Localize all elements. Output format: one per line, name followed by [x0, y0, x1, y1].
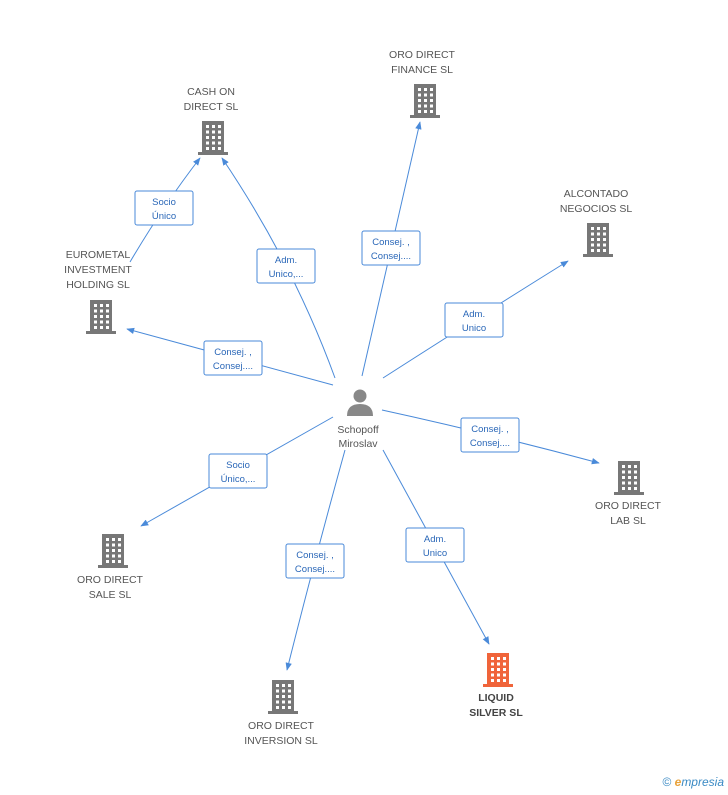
badge-text-line: Socio	[226, 460, 250, 471]
badge-text-line: Unico	[462, 323, 486, 334]
building-icon[interactable]	[410, 84, 440, 118]
badge-box	[208, 453, 268, 489]
badge-text-line: Unico,...	[269, 269, 304, 280]
building-icon[interactable]	[268, 680, 298, 714]
badge-box	[460, 417, 520, 453]
badge-text-line: Adm.	[463, 309, 485, 320]
badge-text: Adm. Unico	[423, 534, 447, 559]
company-node-liquid-silver[interactable]: LIQUID SILVER SL	[469, 653, 523, 719]
badge-text: Consej. , Consej....	[470, 424, 510, 449]
company-label-line: INVERSION SL	[244, 735, 318, 747]
building-icon[interactable]	[483, 653, 513, 687]
company-label-line: INVESTMENT	[64, 264, 132, 276]
company-node-oro-direct-inversion[interactable]: ORO DIRECT INVERSION SL	[244, 680, 318, 747]
company-label: EUROMETAL INVESTMENT HOLDING SL	[64, 249, 132, 291]
person-name-line2: Miroslav	[338, 438, 378, 450]
badge-box	[285, 543, 345, 579]
company-label: ORO DIRECT LAB SL	[595, 500, 662, 527]
badge-text: Consej. , Consej....	[295, 550, 335, 575]
badge-box	[444, 302, 504, 338]
company-label-line: CASH ON	[187, 86, 235, 98]
badge-text-line: Consej. ,	[214, 347, 252, 358]
badge-text: Adm. Unico	[462, 309, 486, 334]
badge-text-line: Consej. ,	[471, 424, 509, 435]
company-label-line: LAB SL	[610, 515, 646, 527]
building-icon[interactable]	[86, 300, 116, 334]
building-icon[interactable]	[583, 223, 613, 257]
badge-box	[361, 230, 421, 266]
company-label-line: SILVER SL	[469, 707, 523, 719]
badge-text-line: Consej. ,	[296, 550, 334, 561]
company-node-oro-direct-lab[interactable]: ORO DIRECT LAB SL	[595, 461, 662, 527]
relation-badge-oro-direct-inversion[interactable]: Consej. , Consej....	[285, 543, 345, 579]
company-label-line: ORO DIRECT	[248, 720, 315, 732]
building-icon[interactable]	[98, 534, 128, 568]
company-label-line: ORO DIRECT	[595, 500, 662, 512]
badge-text-line: Adm.	[424, 534, 446, 545]
copyright-symbol: ©	[662, 775, 672, 789]
badge-text-line: Adm.	[275, 255, 297, 266]
company-node-oro-direct-finance[interactable]: ORO DIRECT FINANCE SL	[389, 49, 456, 118]
brand-rest: mpresia	[681, 775, 724, 789]
relation-badge-liquid-silver[interactable]: Adm. Unico	[405, 527, 465, 563]
badge-text: Consej. , Consej....	[371, 237, 411, 262]
badge-text-line: Consej....	[470, 438, 510, 449]
company-label: CASH ON DIRECT SL	[184, 86, 239, 113]
company-label-line: FINANCE SL	[391, 64, 453, 76]
company-label-line: ORO DIRECT	[77, 574, 144, 586]
badge-box	[203, 340, 263, 376]
badge-text-line: Único,...	[221, 474, 256, 485]
company-label: ALCONTADO NEGOCIOS SL	[560, 188, 633, 215]
building-icon[interactable]	[198, 121, 228, 155]
company-node-cash-on-direct[interactable]: CASH ON DIRECT SL	[184, 86, 239, 155]
badge-box	[405, 527, 465, 563]
company-label-line: HOLDING SL	[66, 279, 130, 291]
company-label-line: SALE SL	[89, 589, 132, 601]
badge-box	[134, 190, 194, 226]
badge-text-line: Consej....	[295, 564, 335, 575]
company-node-eurometal-investment[interactable]: EUROMETAL INVESTMENT HOLDING SL	[64, 249, 132, 334]
brand-e: e	[674, 775, 682, 789]
relation-badge-oro-direct-finance[interactable]: Consej. , Consej....	[361, 230, 421, 266]
relation-badge-alcontado-negocios[interactable]: Adm. Unico	[444, 302, 504, 338]
relation-badge-oro-direct-lab[interactable]: Consej. , Consej....	[460, 417, 520, 453]
person-name-line1: Schopoff	[337, 424, 378, 436]
company-label-line: ORO DIRECT	[389, 49, 456, 61]
company-label: LIQUID SILVER SL	[469, 692, 523, 719]
badge-text-line: Único	[152, 211, 176, 222]
badge-box	[256, 248, 316, 284]
badge-text-line: Consej....	[371, 251, 411, 262]
relation-badge-cash-on-direct[interactable]: Adm. Unico,...	[256, 248, 316, 284]
badge-text-line: Consej. ,	[372, 237, 410, 248]
company-label: ORO DIRECT SALE SL	[77, 574, 144, 601]
empresia-brand[interactable]: © empresia	[662, 775, 724, 789]
badge-text-line: Socio	[152, 197, 176, 208]
badge-text: Adm. Unico,...	[269, 255, 304, 280]
company-label-line: ALCONTADO	[564, 188, 629, 200]
relation-badge-eurometal-investment[interactable]: Consej. , Consej....	[203, 340, 263, 376]
building-icon[interactable]	[614, 461, 644, 495]
badge-text: Consej. , Consej....	[213, 347, 253, 372]
company-node-alcontado-negocios[interactable]: ALCONTADO NEGOCIOS SL	[560, 188, 633, 257]
company-label-line: NEGOCIOS SL	[560, 203, 633, 215]
badge-text-line: Unico	[423, 548, 447, 559]
badge-text-line: Consej....	[213, 361, 253, 372]
company-label-line: DIRECT SL	[184, 101, 239, 113]
company-label-line: EUROMETAL	[66, 249, 131, 261]
company-label-line: LIQUID	[478, 692, 514, 704]
company-node-oro-direct-sale[interactable]: ORO DIRECT SALE SL	[77, 534, 144, 601]
person-icon[interactable]	[347, 389, 373, 417]
company-label: ORO DIRECT FINANCE SL	[389, 49, 456, 76]
company-label: ORO DIRECT INVERSION SL	[244, 720, 318, 747]
